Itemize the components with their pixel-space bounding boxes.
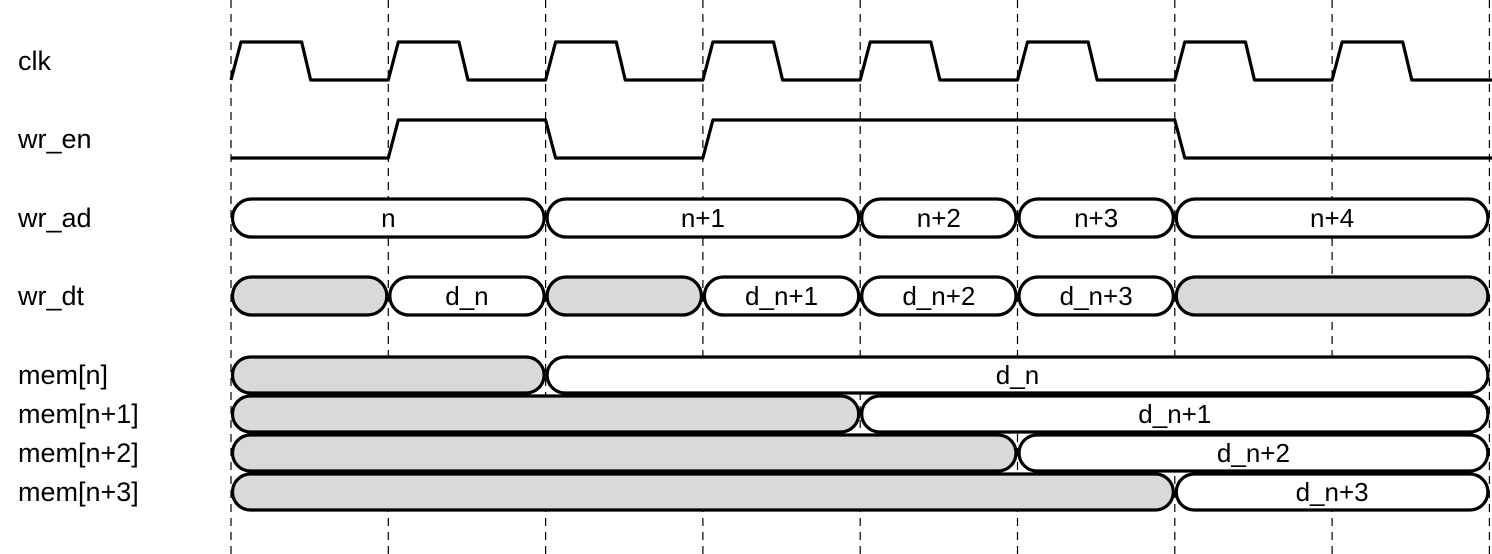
signal-label-memnplus2: mem[n+2] bbox=[18, 438, 139, 468]
signal-label-clk: clk bbox=[18, 46, 51, 76]
waveform-wr-dt: d_n d_n+1 d_n+2 d_n+3 bbox=[230, 275, 1490, 317]
bus-segment-undefined bbox=[230, 355, 546, 395]
bus-segment-label: n+4 bbox=[1310, 203, 1354, 233]
bus-segment-value bbox=[545, 197, 861, 239]
waveform-memnplus2: d_n+2 bbox=[230, 433, 1490, 473]
signal-label-wr-ad: wr_ad bbox=[17, 203, 92, 233]
bus-segment-label: d_n+3 bbox=[1296, 477, 1369, 507]
bus-segment-value bbox=[388, 275, 546, 317]
bus-segment-label: d_n bbox=[445, 281, 488, 311]
bit-wave bbox=[231, 118, 1492, 160]
bus-segment-label: d_n+1 bbox=[745, 281, 818, 311]
signal-label-memn: mem[n] bbox=[18, 360, 108, 390]
bus-segment-label: n+3 bbox=[1074, 203, 1118, 233]
waveform-memnplus3: d_n+3 bbox=[230, 472, 1490, 512]
bus-segment-label: n bbox=[381, 203, 395, 233]
bus-segment-label: d_n+3 bbox=[1060, 281, 1133, 311]
clock-wave bbox=[229, 40, 1492, 82]
bus-segment-label: d_n bbox=[996, 360, 1039, 390]
waveform-wr-en bbox=[231, 118, 1492, 160]
bus-segment-label: d_n+2 bbox=[1217, 438, 1290, 468]
bus-segment-value bbox=[860, 197, 1018, 239]
bus-segment-value bbox=[1174, 197, 1490, 239]
bus-segment-value bbox=[1017, 275, 1175, 317]
bus-segment-label: d_n+1 bbox=[1138, 399, 1211, 429]
waveform-wr-ad: n n+1 n+2 n+3 n+4 bbox=[230, 197, 1490, 239]
bus-segment-undefined bbox=[230, 433, 1018, 473]
bus-segment-label: n+2 bbox=[917, 203, 961, 233]
waveform-memnplus1: d_n+1 bbox=[230, 394, 1490, 434]
bus-segment-value bbox=[545, 355, 1490, 395]
bus-segment-undefined bbox=[545, 275, 703, 317]
bus-segment-value bbox=[1174, 472, 1490, 512]
waveform-clk bbox=[229, 40, 1492, 82]
bus-segment-value bbox=[1017, 197, 1175, 239]
bus-segment-label: n+1 bbox=[681, 203, 725, 233]
waveform-memn: d_n bbox=[230, 355, 1490, 395]
bus-segment-undefined bbox=[230, 275, 389, 317]
bus-segment-value bbox=[702, 275, 861, 317]
bus-segment-undefined bbox=[230, 472, 1175, 512]
bus-segment-value bbox=[860, 394, 1490, 434]
bus-segment-undefined bbox=[1174, 275, 1490, 317]
bus-segment-value bbox=[230, 197, 546, 239]
bus-segment-undefined bbox=[230, 394, 861, 434]
signal-label-memnplus1: mem[n+1] bbox=[18, 399, 139, 429]
bus-segment-label: d_n+2 bbox=[902, 281, 975, 311]
signal-label-wr-en: wr_en bbox=[17, 124, 92, 154]
bus-segment-value bbox=[1017, 433, 1490, 473]
signal-label-memnplus3: mem[n+3] bbox=[18, 477, 139, 507]
signal-labels: clk wr_en wr_ad wr_dt mem[n] mem[n+1] mem[n+2]… bbox=[17, 46, 139, 507]
signal-label-wr-dt: wr_dt bbox=[17, 281, 85, 311]
bus-segment-value bbox=[860, 275, 1018, 317]
